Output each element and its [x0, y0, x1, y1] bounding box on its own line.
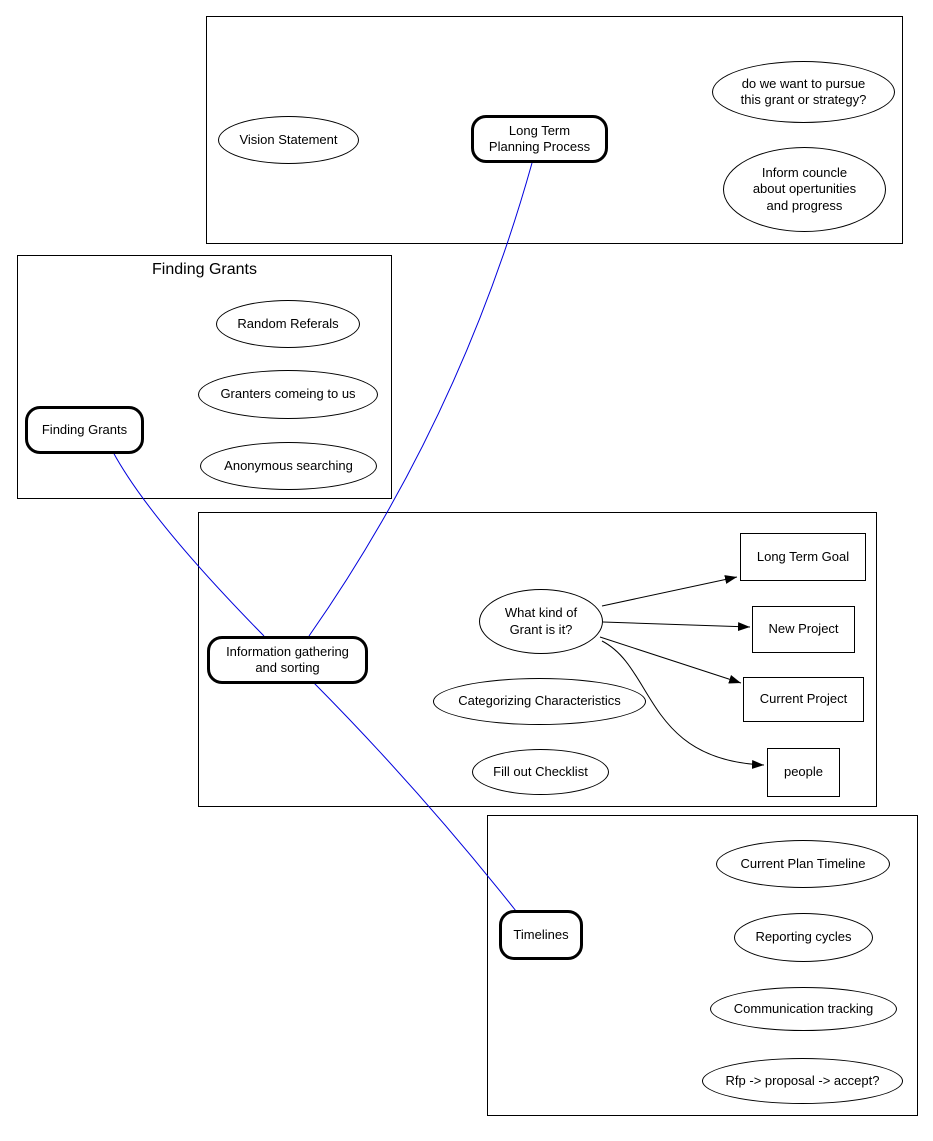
node-label: Vision Statement	[239, 131, 338, 147]
node-current-project[interactable]: Current Project	[743, 677, 864, 722]
node-long-term-planning-process[interactable]: Long Term Planning Process	[471, 115, 608, 163]
link-finding-grants-to-information-gathering[interactable]	[112, 451, 265, 637]
node-people[interactable]: people	[767, 748, 840, 797]
link-long-term-planning-to-information-gathering[interactable]	[308, 162, 533, 637]
group-box-information[interactable]	[198, 512, 877, 807]
node-finding-grants[interactable]: Finding Grants	[25, 406, 144, 454]
node-label: people	[783, 764, 824, 780]
node-timelines[interactable]: Timelines	[499, 910, 583, 960]
node-label: Categorizing Characteristics	[458, 693, 621, 709]
node-label: New Project	[768, 621, 839, 637]
node-communication-tracking[interactable]: Communication tracking	[710, 987, 897, 1031]
node-label: Random Referals	[237, 315, 339, 331]
node-label: Long Term Planning Process	[488, 122, 591, 154]
node-inform-council[interactable]: Inform councle about opertunities and pr…	[723, 147, 886, 232]
node-information-gathering[interactable]: Information gathering and sorting	[207, 636, 368, 684]
node-vision-statement[interactable]: Vision Statement	[218, 116, 359, 164]
node-categorizing-characteristics[interactable]: Categorizing Characteristics	[433, 678, 646, 725]
group-box-finding-grants[interactable]	[17, 255, 392, 499]
group-box-timelines[interactable]	[487, 815, 918, 1116]
group-box-planning[interactable]	[206, 16, 903, 244]
node-current-plan-timeline[interactable]: Current Plan Timeline	[716, 840, 890, 888]
node-label: Fill out Checklist	[493, 763, 588, 779]
arrow-what-kind-to-people[interactable]	[601, 640, 765, 769]
node-reporting-cycles[interactable]: Reporting cycles	[734, 913, 873, 962]
node-label: Communication tracking	[733, 1000, 874, 1016]
node-what-kind-of-grant[interactable]: What kind of Grant is it?	[479, 589, 603, 654]
node-fill-out-checklist[interactable]: Fill out Checklist	[472, 749, 609, 795]
node-rfp-flow[interactable]: Rfp -> proposal -> accept?	[702, 1058, 903, 1104]
link-information-gathering-to-timelines[interactable]	[313, 682, 517, 912]
node-label: Rfp -> proposal -> accept?	[725, 1072, 880, 1088]
node-label: Timelines	[513, 926, 569, 942]
node-anonymous-searching[interactable]: Anonymous searching	[200, 442, 377, 490]
node-label: Current Plan Timeline	[740, 855, 866, 871]
node-label: Reporting cycles	[755, 929, 852, 945]
node-label: Granters comeing to us	[220, 386, 356, 402]
node-label: Finding Grants	[41, 421, 128, 437]
arrow-what-kind-to-long-term-goal[interactable]	[601, 575, 738, 607]
node-pursue-question[interactable]: do we want to pursue this grant or strat…	[712, 61, 895, 123]
arrow-what-kind-to-current-project[interactable]	[599, 636, 742, 684]
node-label: Inform councle about opertunities and pr…	[752, 165, 857, 213]
node-label: Information gathering and sorting	[226, 643, 349, 675]
node-random-referals[interactable]: Random Referals	[216, 300, 360, 348]
node-label: Anonymous searching	[224, 457, 353, 473]
node-label: What kind of Grant is it?	[504, 605, 578, 637]
node-label: Long Term Goal	[756, 548, 850, 564]
node-label: Current Project	[759, 691, 848, 707]
node-label: do we want to pursue this grant or strat…	[740, 75, 867, 107]
finding-grants-box-title: Finding Grants	[152, 261, 257, 278]
node-granters-coming-to-us[interactable]: Granters comeing to us	[198, 370, 378, 419]
arrow-what-kind-to-new-project[interactable]	[602, 621, 751, 632]
node-long-term-goal[interactable]: Long Term Goal	[740, 533, 866, 581]
node-new-project[interactable]: New Project	[752, 606, 855, 653]
